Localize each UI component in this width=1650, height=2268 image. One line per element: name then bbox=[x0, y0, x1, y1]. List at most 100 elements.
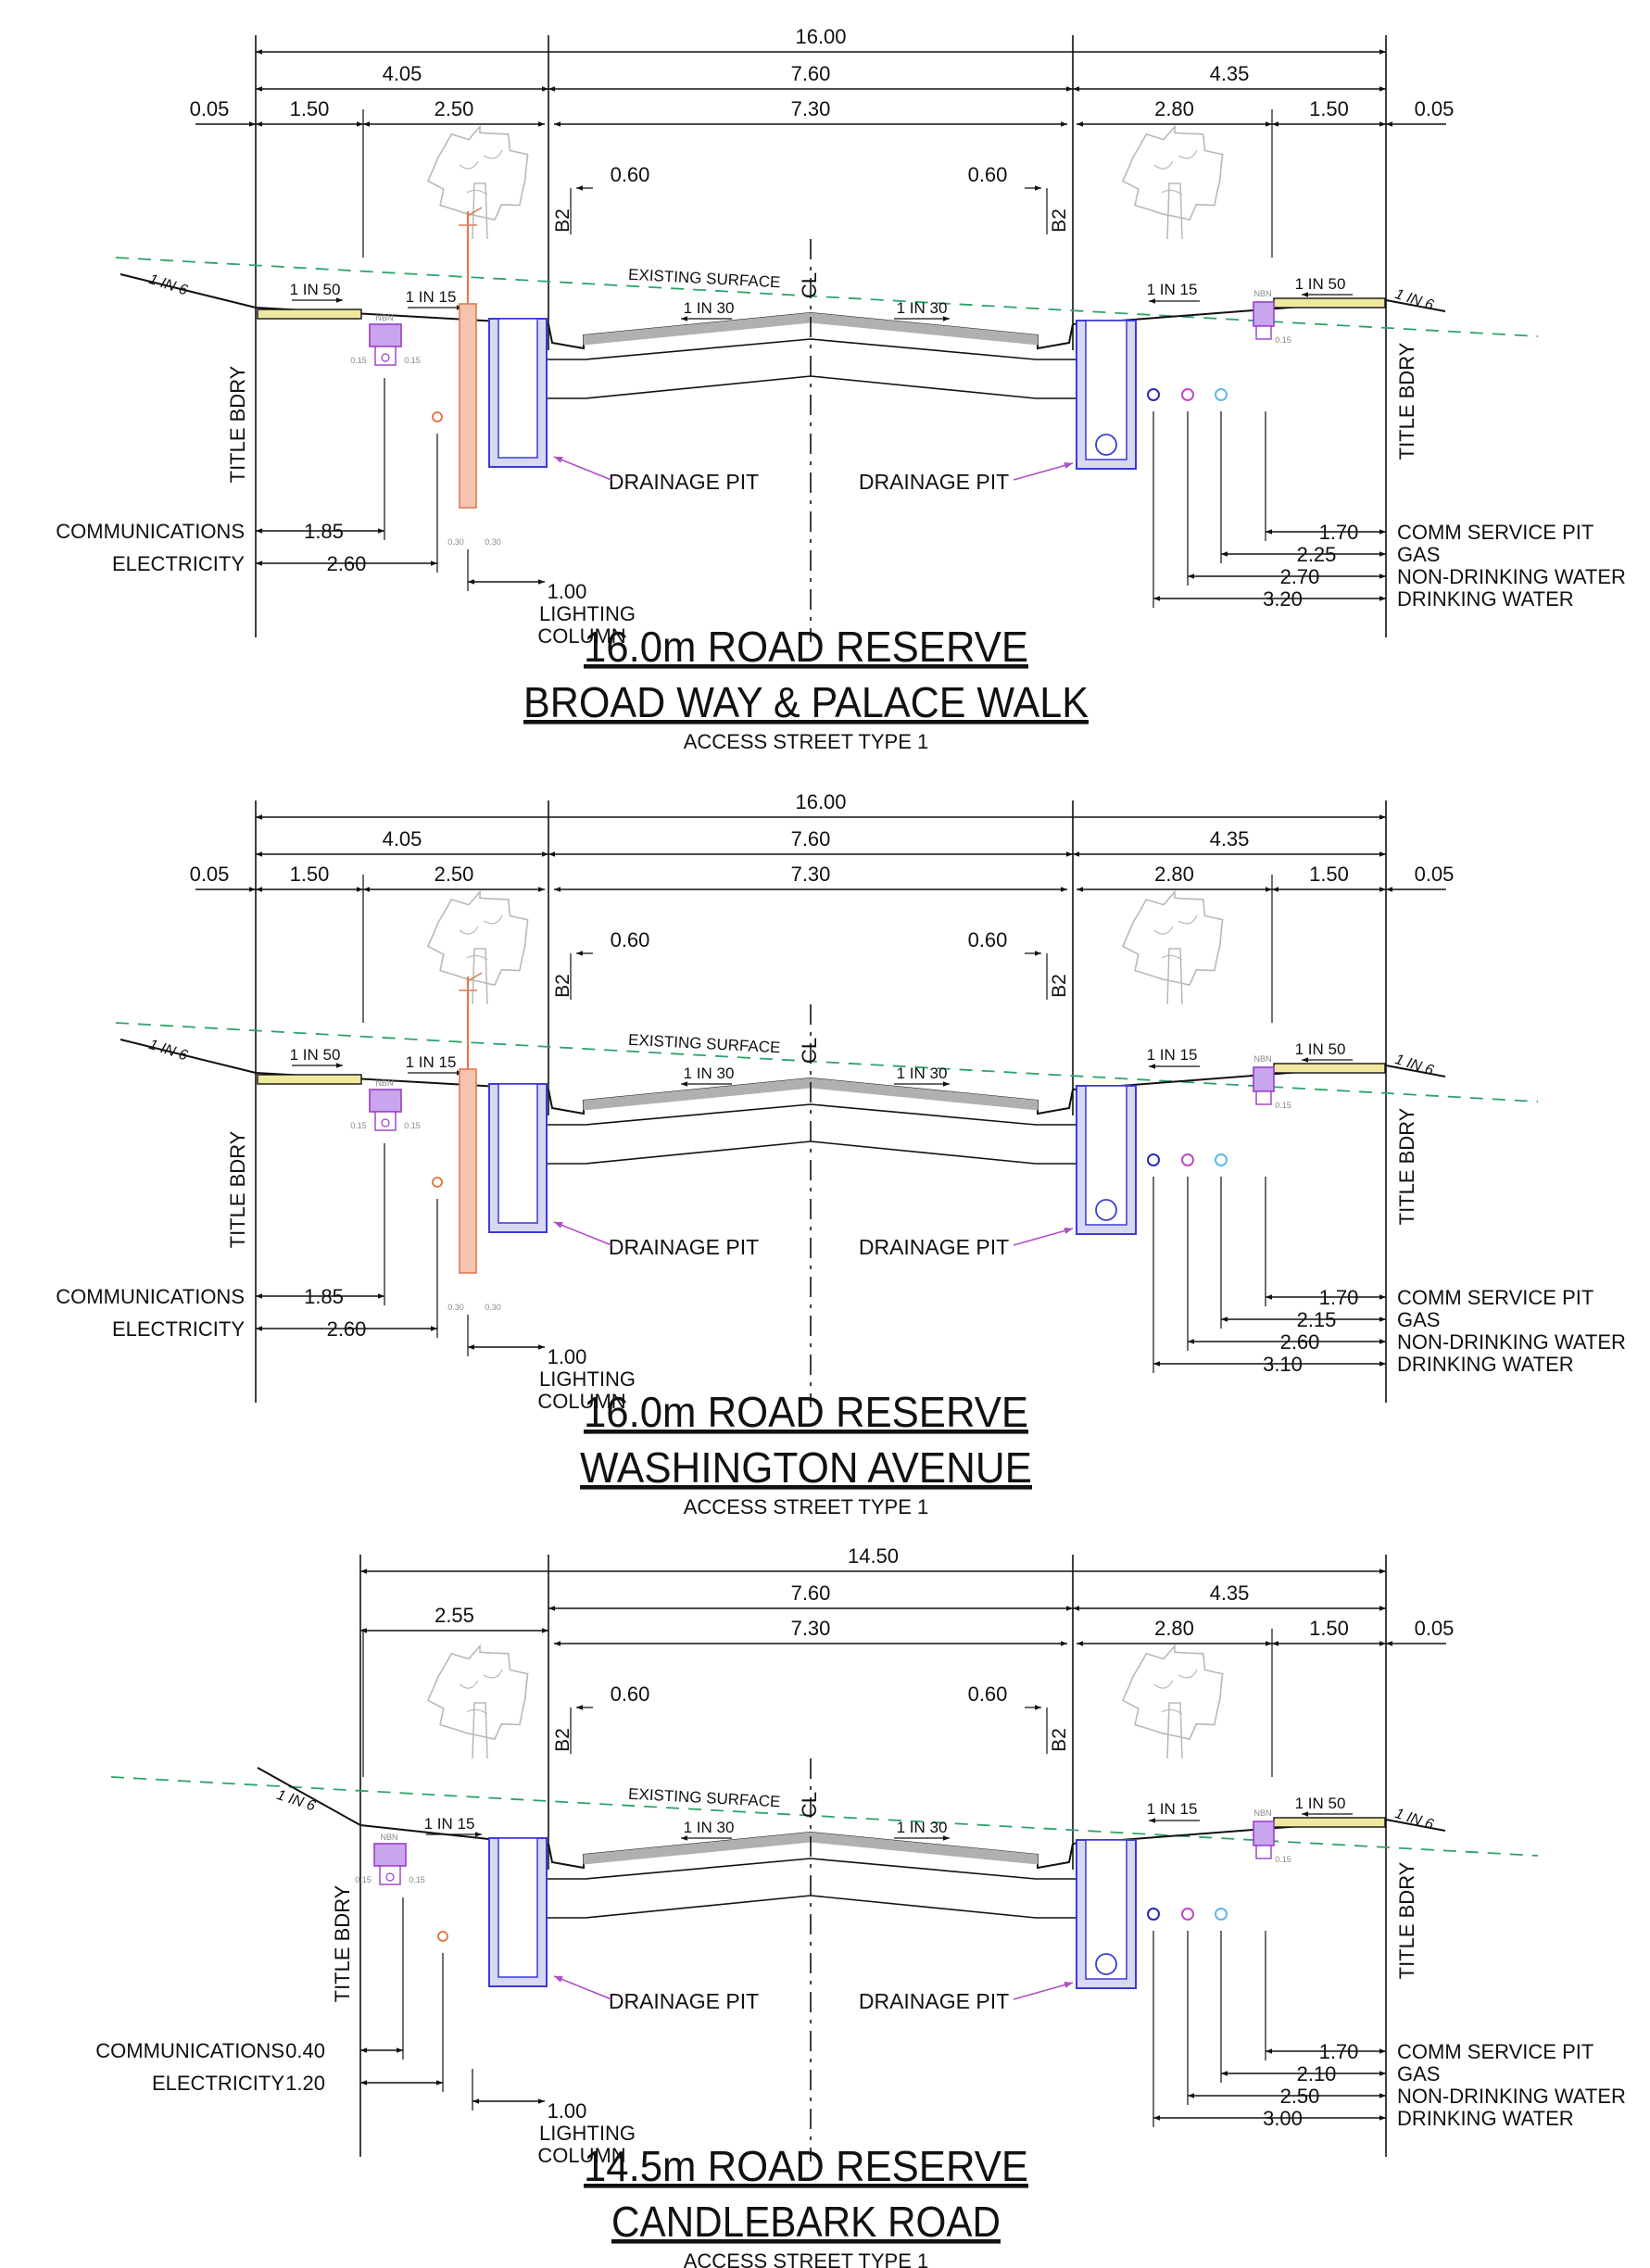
dimension-value: 7.30 bbox=[791, 1617, 831, 1640]
grade-label: 1 IN 6 bbox=[1392, 286, 1435, 313]
nbn-pit-base bbox=[374, 1111, 397, 1131]
nbn-pit-label: NBN bbox=[1253, 289, 1271, 298]
nbn-pit-base bbox=[1255, 1090, 1272, 1105]
grade-label: 1 IN 50 bbox=[290, 281, 341, 298]
nbn-pit-right bbox=[1253, 301, 1275, 340]
small-dimension: 0.30 bbox=[485, 1303, 501, 1312]
drainage-pit-inner bbox=[498, 1837, 538, 1978]
dimension-value: 4.35 bbox=[1210, 827, 1250, 850]
drainage-pit-label-left: DRAINAGE PIT bbox=[609, 1235, 759, 1259]
service-offset-value: 1.70 bbox=[1319, 1286, 1359, 1309]
small-dimension: 0.15 bbox=[1275, 1101, 1291, 1110]
lighting-column-label: COLUMN bbox=[537, 2144, 625, 2167]
nbn-pit-base bbox=[1255, 1845, 1272, 1859]
service-offset-value: 2.60 bbox=[327, 1317, 367, 1341]
grade-label: 1 IN 6 bbox=[146, 271, 189, 298]
kerb-type-label: B2 bbox=[552, 1728, 573, 1752]
nbn-conduit-icon bbox=[381, 353, 390, 362]
section-title: 16.0m ROAD RESERVE bbox=[584, 1388, 1028, 1436]
nbn-pit-label: NBN bbox=[380, 1833, 397, 1842]
dimension-value: 4.35 bbox=[1210, 62, 1250, 85]
lighting-footing bbox=[459, 303, 477, 509]
service-offset-value: 0.40 bbox=[285, 2039, 325, 2062]
small-dimension: 0.15 bbox=[350, 356, 367, 365]
service-offset-value: 1.20 bbox=[285, 2072, 325, 2095]
tree-branches bbox=[459, 149, 503, 195]
nbn-pit-right bbox=[1253, 1821, 1275, 1859]
dimension-value: 7.60 bbox=[791, 62, 831, 85]
service-name-label: ELECTRICITY bbox=[112, 1317, 245, 1341]
lighting-column-label: LIGHTING bbox=[539, 602, 636, 625]
non-drinking-water-main-icon bbox=[1181, 1153, 1194, 1166]
drinking-water-main-icon bbox=[1147, 1153, 1160, 1166]
small-dimension: 0.30 bbox=[447, 537, 464, 547]
drainage-pit-label-right: DRAINAGE PIT bbox=[859, 1235, 1009, 1259]
service-name-label: COMMUNICATIONS bbox=[56, 520, 245, 543]
service-name-label: ELECTRICITY bbox=[152, 2072, 284, 2095]
non-drinking-water-main-icon bbox=[1181, 388, 1194, 401]
tree-canopy bbox=[1121, 889, 1224, 987]
small-dimension: 0.15 bbox=[409, 1875, 425, 1884]
service-offset-value: 2.10 bbox=[1297, 2062, 1337, 2085]
tree-trunk bbox=[1166, 948, 1183, 1005]
tree-branches bbox=[459, 1669, 503, 1715]
service-name-label: GAS bbox=[1397, 2062, 1440, 2085]
centreline-label: CL bbox=[798, 1038, 821, 1064]
tree-canopy bbox=[1121, 124, 1224, 221]
gutter-width-value: 0.60 bbox=[611, 928, 650, 951]
title-boundary-label: TITLE BDRY bbox=[1395, 342, 1418, 460]
small-dimension: 0.15 bbox=[350, 1121, 367, 1130]
tree-canopy bbox=[426, 124, 529, 221]
service-name-label: GAS bbox=[1397, 543, 1440, 566]
service-name-label: DRINKING WATER bbox=[1397, 1353, 1574, 1376]
drainage-pit-label-right: DRAINAGE PIT bbox=[859, 1989, 1009, 2013]
subgrade-box bbox=[492, 338, 1106, 399]
gutter-width-value: 0.60 bbox=[611, 1682, 650, 1706]
drainage-pit-right bbox=[1076, 320, 1137, 470]
small-dimension: 0.15 bbox=[1275, 335, 1291, 345]
nbn-pit-label: NBN bbox=[1253, 1808, 1271, 1818]
dimension-value: 4.35 bbox=[1210, 1581, 1250, 1605]
section-subtitle: ACCESS STREET TYPE 1 bbox=[684, 1495, 929, 1518]
section-street-name: WASHINGTON AVENUE bbox=[580, 1443, 1032, 1492]
drainage-pit-label-right: DRAINAGE PIT bbox=[859, 470, 1009, 494]
dimension-value: 1.50 bbox=[290, 863, 330, 886]
kerb-type-label: B2 bbox=[552, 974, 573, 998]
lighting-column-label: COLUMN bbox=[537, 624, 625, 648]
dimension-value: 0.05 bbox=[1415, 1617, 1455, 1640]
street-tree-icon bbox=[1121, 889, 1224, 1005]
gutter-width-value: 0.60 bbox=[968, 1682, 1008, 1706]
drainage-pit-inner bbox=[498, 1083, 538, 1224]
grade-label: 1 IN 15 bbox=[1147, 1800, 1198, 1818]
dimension-value: 2.50 bbox=[435, 97, 474, 120]
centreline-label: CL bbox=[798, 272, 821, 298]
dimension-value: 0.05 bbox=[190, 863, 230, 886]
nbn-pit-label: NBN bbox=[1253, 1054, 1271, 1064]
service-name-label: COMM SERVICE PIT bbox=[1397, 2040, 1593, 2063]
dimension-value: 16.00 bbox=[795, 25, 846, 48]
drinking-water-main-icon bbox=[1147, 388, 1160, 401]
gutter-width-value: 0.60 bbox=[968, 163, 1008, 186]
subgrade-box bbox=[492, 1103, 1106, 1165]
street-tree-icon bbox=[426, 889, 529, 1005]
centreline-label: CL bbox=[798, 1792, 821, 1818]
service-offset-value: 3.00 bbox=[1263, 2107, 1303, 2130]
tree-branches bbox=[1153, 149, 1198, 195]
nbn-pit-body bbox=[369, 323, 402, 347]
title-boundary-label: TITLE BDRY bbox=[226, 1130, 249, 1248]
lighting-footing bbox=[459, 1068, 477, 1274]
service-name-label: COMM SERVICE PIT bbox=[1397, 1286, 1593, 1309]
electricity-cable-icon bbox=[432, 1177, 443, 1188]
lighting-offset-value: 1.00 bbox=[548, 580, 587, 603]
title-boundary-label: TITLE BDRY bbox=[331, 1884, 354, 2002]
outlet-pipe-icon bbox=[1095, 1199, 1117, 1221]
section-subtitle: ACCESS STREET TYPE 1 bbox=[684, 730, 929, 753]
dimension-value: 0.05 bbox=[1415, 97, 1455, 120]
existing-surface-line bbox=[115, 257, 1539, 337]
dimension-value: 2.80 bbox=[1154, 1617, 1194, 1640]
gutter-width-value: 0.60 bbox=[611, 163, 650, 186]
left-footpath bbox=[257, 309, 362, 320]
left-verge-surface bbox=[120, 273, 549, 325]
left-footpath bbox=[257, 1074, 362, 1085]
